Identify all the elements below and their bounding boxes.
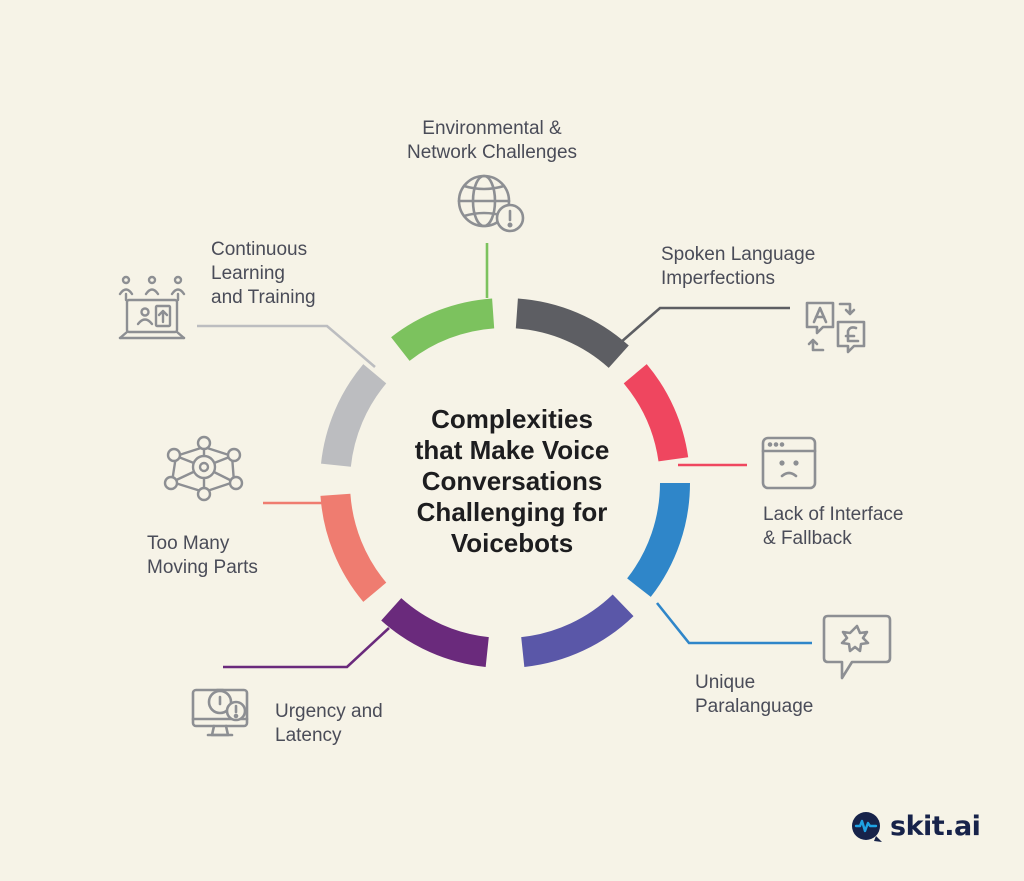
connector-urgency [223, 627, 390, 669]
label-line: Moving Parts [147, 557, 258, 578]
arc-paralanguage [626, 482, 690, 597]
arc-spoken-language [515, 298, 629, 369]
label-line: Imperfections [661, 268, 776, 289]
sad-window-icon [761, 436, 817, 490]
monitor-timer-icon [191, 688, 249, 737]
network-gear-icon [163, 435, 244, 502]
label-environmental: Environmental & Network Challenges [384, 117, 600, 165]
label-line: and Training [211, 287, 316, 308]
speech-bubble-icon [822, 614, 892, 680]
label-line: Lack of Interface [763, 504, 904, 525]
label-line: Network Challenges [406, 142, 578, 163]
label-line: Spoken Language [661, 244, 816, 265]
arc-learning [321, 364, 387, 468]
label-line: Learning [211, 263, 285, 284]
label-line: & Fallback [763, 528, 852, 549]
connector-lines [197, 243, 812, 669]
connector-paralanguage [655, 602, 812, 645]
arc-interface [623, 364, 689, 462]
label-urgency: Urgency and Latency [275, 700, 383, 748]
arc-moving-parts [320, 493, 387, 602]
arc-paralanguage-arc [520, 594, 634, 667]
label-learning: Continuous Learning and Training [211, 238, 316, 310]
globe-alert-icon [457, 174, 525, 233]
center-title: Complexities that Make Voice Conversatio… [372, 404, 652, 559]
title-line: Conversations [421, 466, 603, 496]
arc-urgency [381, 597, 490, 667]
label-line: Unique [695, 672, 756, 693]
label-line: Too Many [147, 533, 230, 554]
label-line: Latency [275, 725, 342, 746]
label-spoken-language: Spoken Language Imperfections [661, 243, 815, 291]
label-line: Urgency and [275, 701, 383, 722]
skit-logo: skit.ai [850, 810, 981, 842]
arc-environmental [391, 298, 495, 362]
label-moving-parts: Too Many Moving Parts [147, 532, 258, 580]
translate-icon [805, 301, 866, 354]
title-line: Challenging for [416, 497, 608, 527]
title-line: Complexities [431, 404, 593, 434]
laptop-training-icon [118, 275, 186, 340]
title-line: that Make Voice [414, 435, 610, 465]
arc-ring [320, 298, 690, 667]
label-line: Paralanguage [695, 696, 814, 717]
label-interface: Lack of Interface & Fallback [763, 503, 903, 551]
label-paralanguage: Unique Paralanguage [695, 671, 813, 719]
label-line: Continuous [211, 239, 308, 260]
skit-logo-icon [852, 812, 882, 842]
connector-learning [197, 324, 376, 368]
label-line: Environmental & [422, 118, 562, 139]
logo-text: skit.ai [890, 810, 981, 842]
title-line: Voicebots [450, 528, 574, 558]
connector-spoken-language [619, 306, 790, 344]
